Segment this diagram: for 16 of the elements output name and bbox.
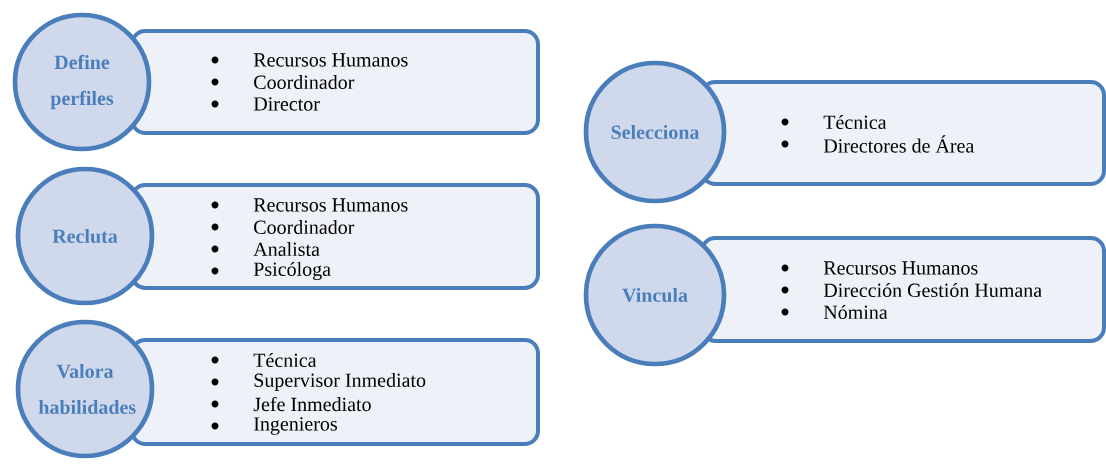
list-item: Dirección Gestión Humana xyxy=(823,282,1042,298)
list-item: Ingenieros xyxy=(254,417,337,435)
list-item: Coordinador xyxy=(254,75,355,90)
list-item: Psicóloga xyxy=(253,261,331,281)
list-item: Recursos Humanos xyxy=(823,261,978,275)
list-item: Jefe Inmediato xyxy=(253,396,371,412)
list-item: Directores de Área xyxy=(823,135,975,153)
list-item: Recursos Humanos xyxy=(253,53,408,67)
list-item: Nómina xyxy=(823,304,888,320)
list-item: Técnica xyxy=(253,352,317,368)
list-item: Analista xyxy=(253,242,320,257)
list-item: Director xyxy=(253,97,320,111)
list-item: Técnica xyxy=(823,114,887,130)
list-item: Supervisor Inmediato xyxy=(254,372,426,392)
list-item: Recursos Humanos xyxy=(253,198,408,212)
list-item: Coordinador xyxy=(254,220,355,235)
